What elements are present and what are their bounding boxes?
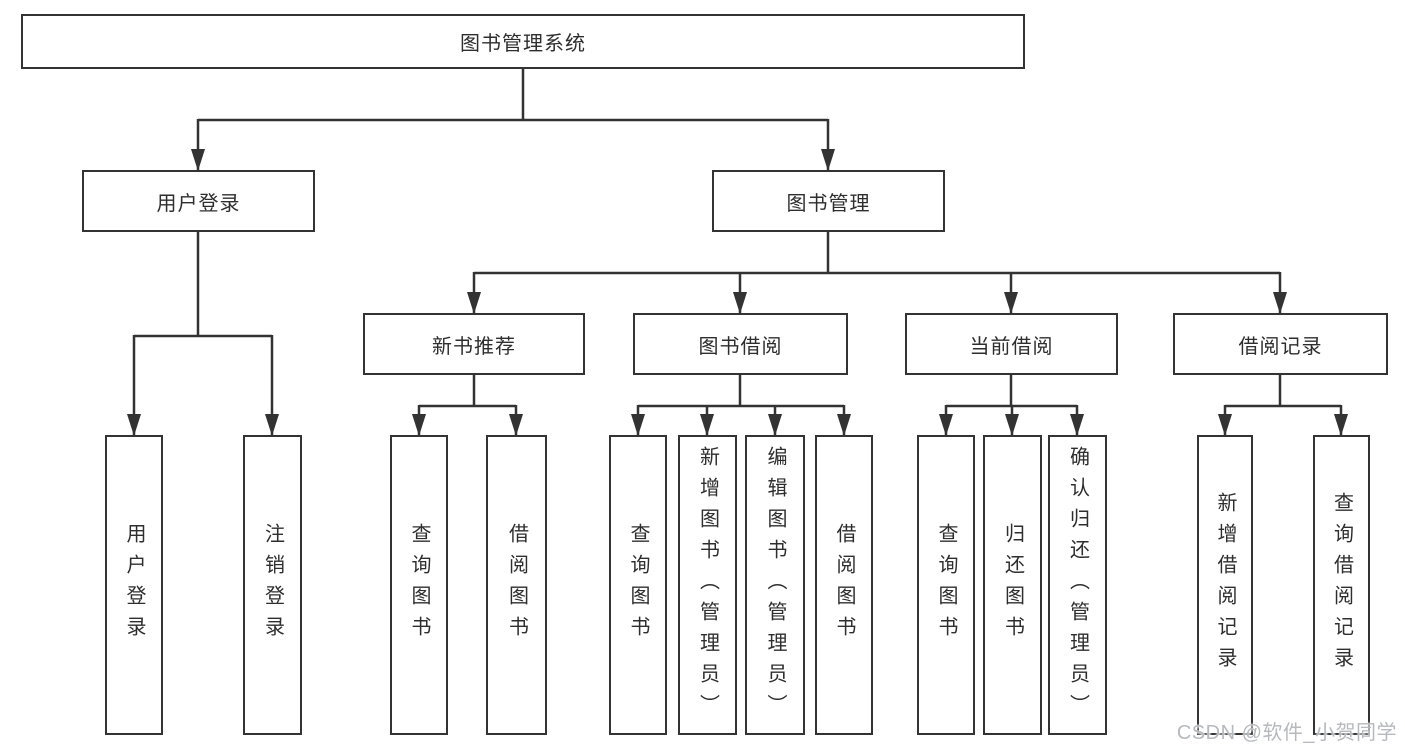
leaf-add-book-admin-label: 新增图书（管理员） [696,445,719,725]
leaf-add-borrow-record-label: 新增借阅记录 [1214,492,1236,678]
leaf-borrow-books-1-label: 借阅图书 [505,523,528,647]
leaf-query-borrow-record-label: 查询借阅记录 [1330,492,1353,678]
node-new-book-recommend: 新书推荐 [363,313,585,375]
node-borrow-records: 借阅记录 [1173,313,1388,375]
node-new-book-recommend-label: 新书推荐 [432,335,516,358]
leaf-user-login-label: 用户登录 [123,523,145,647]
leaf-query-books-3: 查询图书 [917,435,975,735]
node-book-management: 图书管理 [712,170,945,232]
leaf-query-books-3-label: 查询图书 [935,523,957,647]
leaf-query-books-1-label: 查询图书 [408,523,430,647]
node-current-borrow: 当前借阅 [905,313,1118,375]
csdn-watermark: CSDN @软件_小贺同学 [1176,722,1397,744]
node-book-borrow: 图书借阅 [633,313,848,375]
node-root-label: 图书管理系统 [460,33,586,55]
node-user-login: 用户登录 [82,170,315,232]
node-book-management-label: 图书管理 [786,192,871,215]
node-current-borrow-label: 当前借阅 [969,335,1054,358]
leaf-edit-book-admin-label: 编辑图书（管理员） [764,445,786,725]
node-user-login-label: 用户登录 [156,192,241,215]
node-borrow-records-label: 借阅记录 [1238,335,1323,358]
leaf-logout: 注销登录 [243,435,302,735]
leaf-borrow-books-2: 借阅图书 [815,435,873,735]
leaf-add-book-admin: 新增图书（管理员） [678,435,737,735]
leaf-user-login: 用户登录 [105,435,163,735]
leaf-query-books-2: 查询图书 [609,435,667,735]
leaf-query-books-1: 查询图书 [390,435,448,735]
leaf-return-books-label: 归还图书 [1001,523,1024,647]
leaf-return-books: 归还图书 [983,435,1042,735]
leaf-edit-book-admin: 编辑图书（管理员） [745,435,805,735]
leaf-query-borrow-record: 查询借阅记录 [1313,435,1370,735]
leaf-borrow-books-1: 借阅图书 [486,435,547,735]
node-root: 图书管理系统 [21,14,1025,69]
leaf-confirm-return-admin: 确认归还（管理员） [1048,435,1107,735]
leaf-borrow-books-2-label: 借阅图书 [833,523,855,647]
leaf-add-borrow-record: 新增借阅记录 [1197,435,1253,735]
leaf-logout-label: 注销登录 [261,523,284,647]
node-book-borrow-label: 图书借阅 [698,335,783,358]
leaf-confirm-return-admin-label: 确认归还（管理员） [1066,445,1089,725]
leaf-query-books-2-label: 查询图书 [627,523,649,647]
